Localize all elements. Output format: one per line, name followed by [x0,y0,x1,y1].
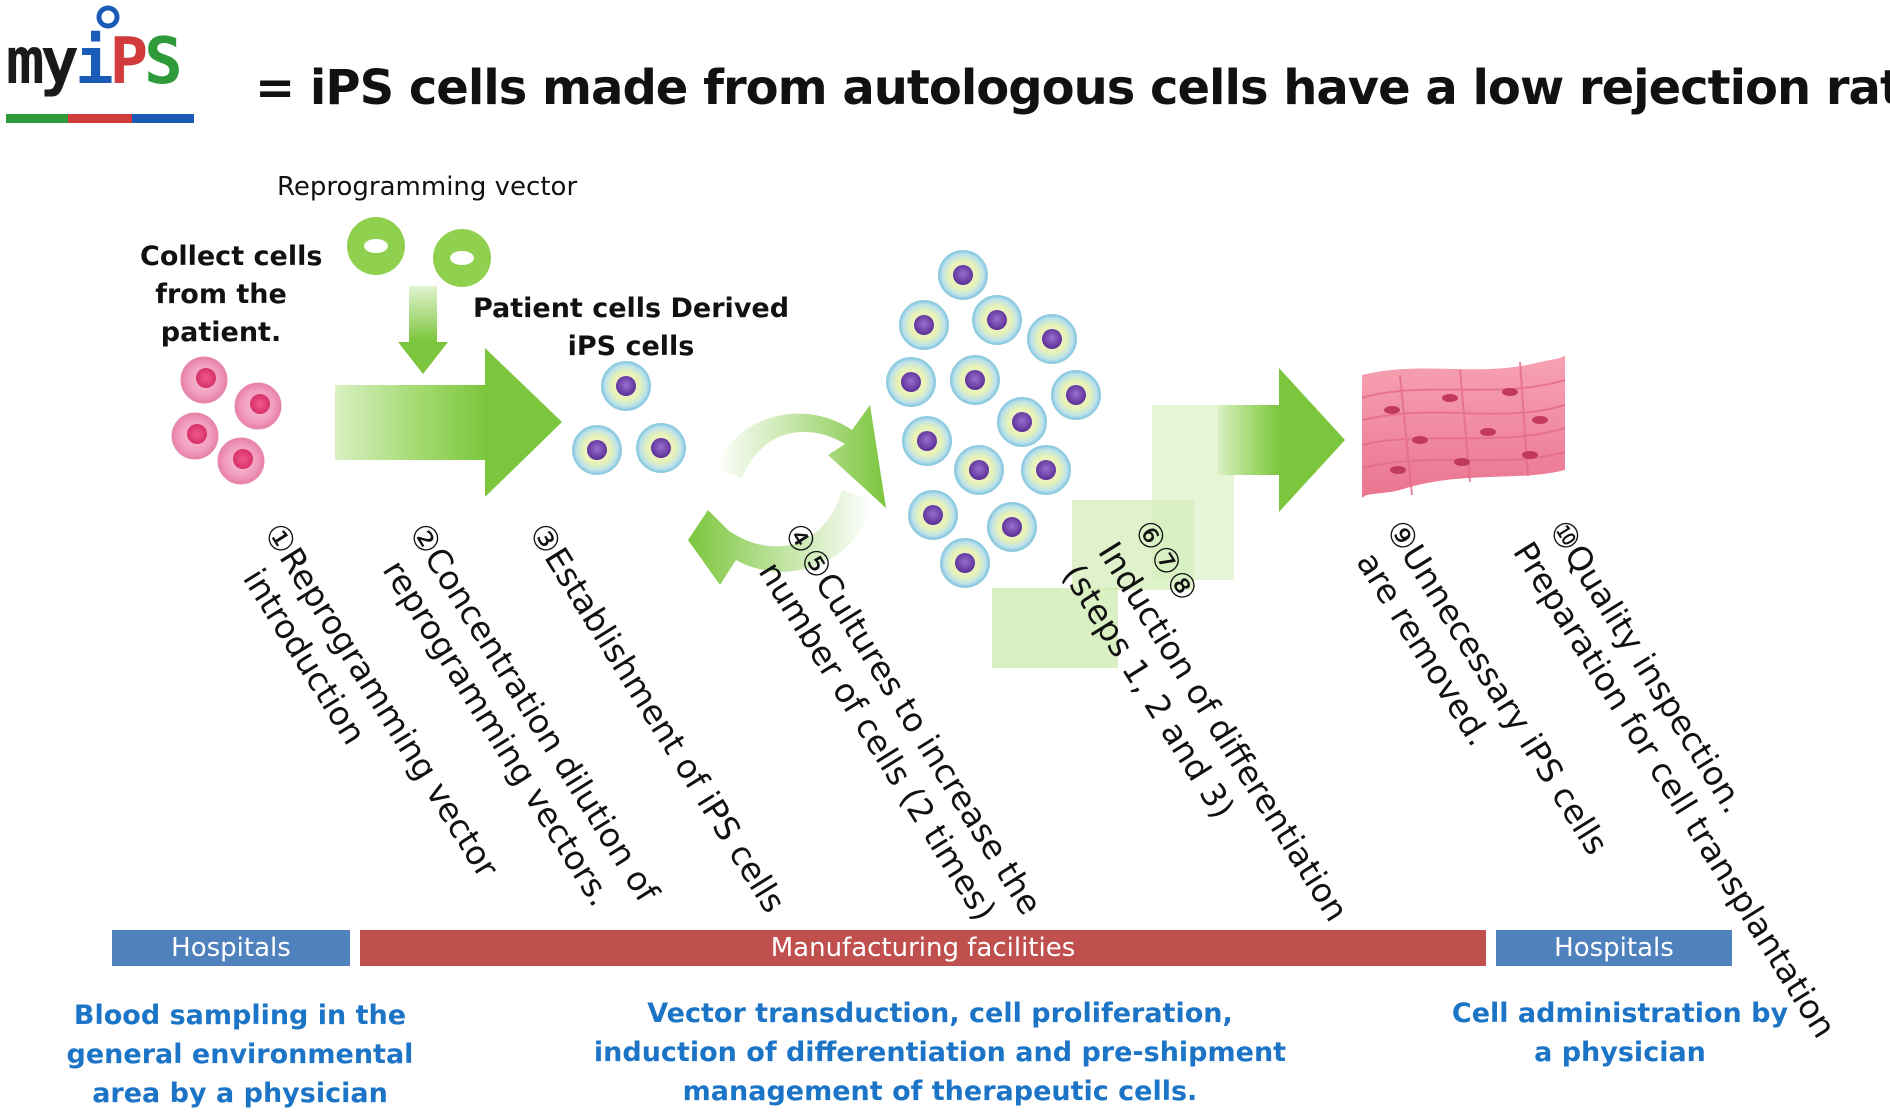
description-left-line-3: area by a physician [92,1078,388,1109]
logo-underline [6,114,194,123]
headline: = iPS cells made from autologous cells h… [255,60,1890,116]
description-left-line-2: general environmental [66,1039,414,1070]
patient-derived-label: Patient cells Derived iPS cells [470,290,792,366]
patient-derived-line-2: iPS cells [567,331,695,362]
myips-logo: myiPS [6,6,196,126]
hospitals-bar-right: Hospitals [1496,930,1732,966]
description-center-line-1: Vector transduction, cell proliferation, [647,998,1233,1029]
down-arrow [398,286,448,374]
differentiation-arrow [1218,368,1345,512]
collect-line-2: from the [155,279,287,310]
description-right-line-2: a physician [1534,1037,1706,1068]
reprogramming-arrow [335,348,562,497]
logo-part-my: my [6,25,79,99]
collect-cells-label: Collect cells from the patient. [140,238,323,352]
description-center: Vector transduction, cell proliferation,… [590,994,1290,1111]
logo-part-i: i [75,25,113,99]
differentiated-tissue [1361,355,1566,498]
patient-cells [171,356,282,485]
description-left-line-1: Blood sampling in the [73,1000,407,1031]
differentiation-step-blocks [992,405,1234,668]
description-center-line-2: induction of differentiation and pre-shi… [593,1037,1287,1068]
derived-ips-cells [572,361,686,475]
logo-i-dot [96,5,120,29]
hospitals-bar-left: Hospitals [112,930,350,966]
proliferated-ips-cells [886,250,1101,588]
description-left: Blood sampling in the general environmen… [60,996,420,1113]
vector-rings [347,217,491,287]
logo-wordmark: myiPS [6,30,183,94]
logo-part-p: P [109,25,148,99]
description-center-line-3: management of therapeutic cells. [682,1076,1198,1107]
vector-label: Reprogramming vector [277,172,578,202]
collect-line-1: Collect cells [140,241,323,272]
description-right: Cell administration by a physician [1440,994,1800,1072]
patient-derived-line-1: Patient cells Derived [472,293,790,324]
collect-line-3: patient. [160,317,282,348]
description-right-line-1: Cell administration by [1451,998,1789,1029]
culture-cycle-arrows [688,405,886,585]
logo-part-s: S [144,25,182,99]
manufacturing-bar: Manufacturing facilities [360,930,1486,966]
